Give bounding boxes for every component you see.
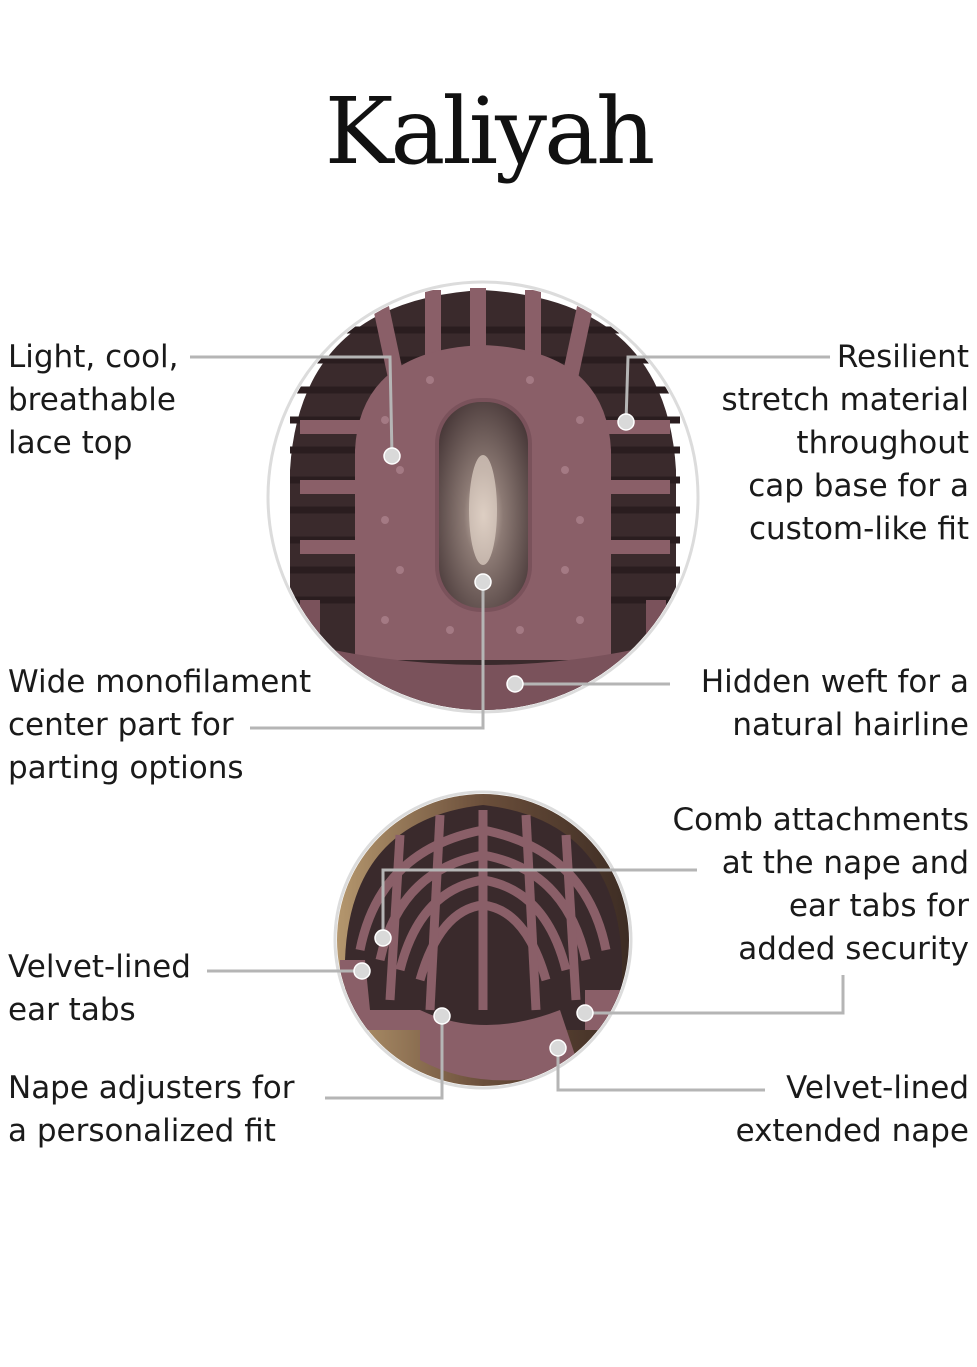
leader-mono-part — [250, 582, 485, 730]
callout-comb-attachments: Comb attachments at the nape and ear tab… — [672, 802, 969, 967]
dot-hidden-weft — [506, 675, 524, 693]
dot-mono-part — [474, 573, 492, 591]
dot-comb-nape — [576, 1004, 594, 1022]
dot-extended-nape — [549, 1039, 567, 1057]
bottom-cap-view — [333, 790, 633, 1090]
dot-ear-tabs — [353, 962, 371, 980]
callout-mono-part: Wide monofilament center part for partin… — [8, 664, 312, 786]
dot-nape-adjusters — [433, 1007, 451, 1025]
callout-ear-tabs: Velvet-lined ear tabs — [8, 949, 191, 1028]
dot-lace-top — [383, 447, 401, 465]
leader-comb-nape — [585, 975, 845, 1015]
callout-hidden-weft: Hidden weft for a natural hairline — [700, 664, 969, 743]
top-cap-view — [266, 280, 700, 714]
callout-stretch-material: Resilient stretch material throughout ca… — [721, 339, 969, 547]
product-title: Kaliyah — [324, 78, 656, 185]
leader-lace-top — [190, 355, 394, 457]
dot-comb-ear — [374, 929, 392, 947]
callout-nape-adjusters: Nape adjusters for a personalized fit — [8, 1070, 295, 1149]
leader-nape-adjusters — [325, 1016, 444, 1100]
dot-stretch-material — [617, 413, 635, 431]
leader-comb-ear — [381, 868, 697, 938]
leader-extended-nape — [556, 1048, 765, 1092]
leader-stretch-material — [624, 355, 830, 423]
callout-lace-top: Light, cool, breathable lace top — [8, 339, 179, 461]
callout-extended-nape: Velvet-lined extended nape — [735, 1070, 969, 1149]
